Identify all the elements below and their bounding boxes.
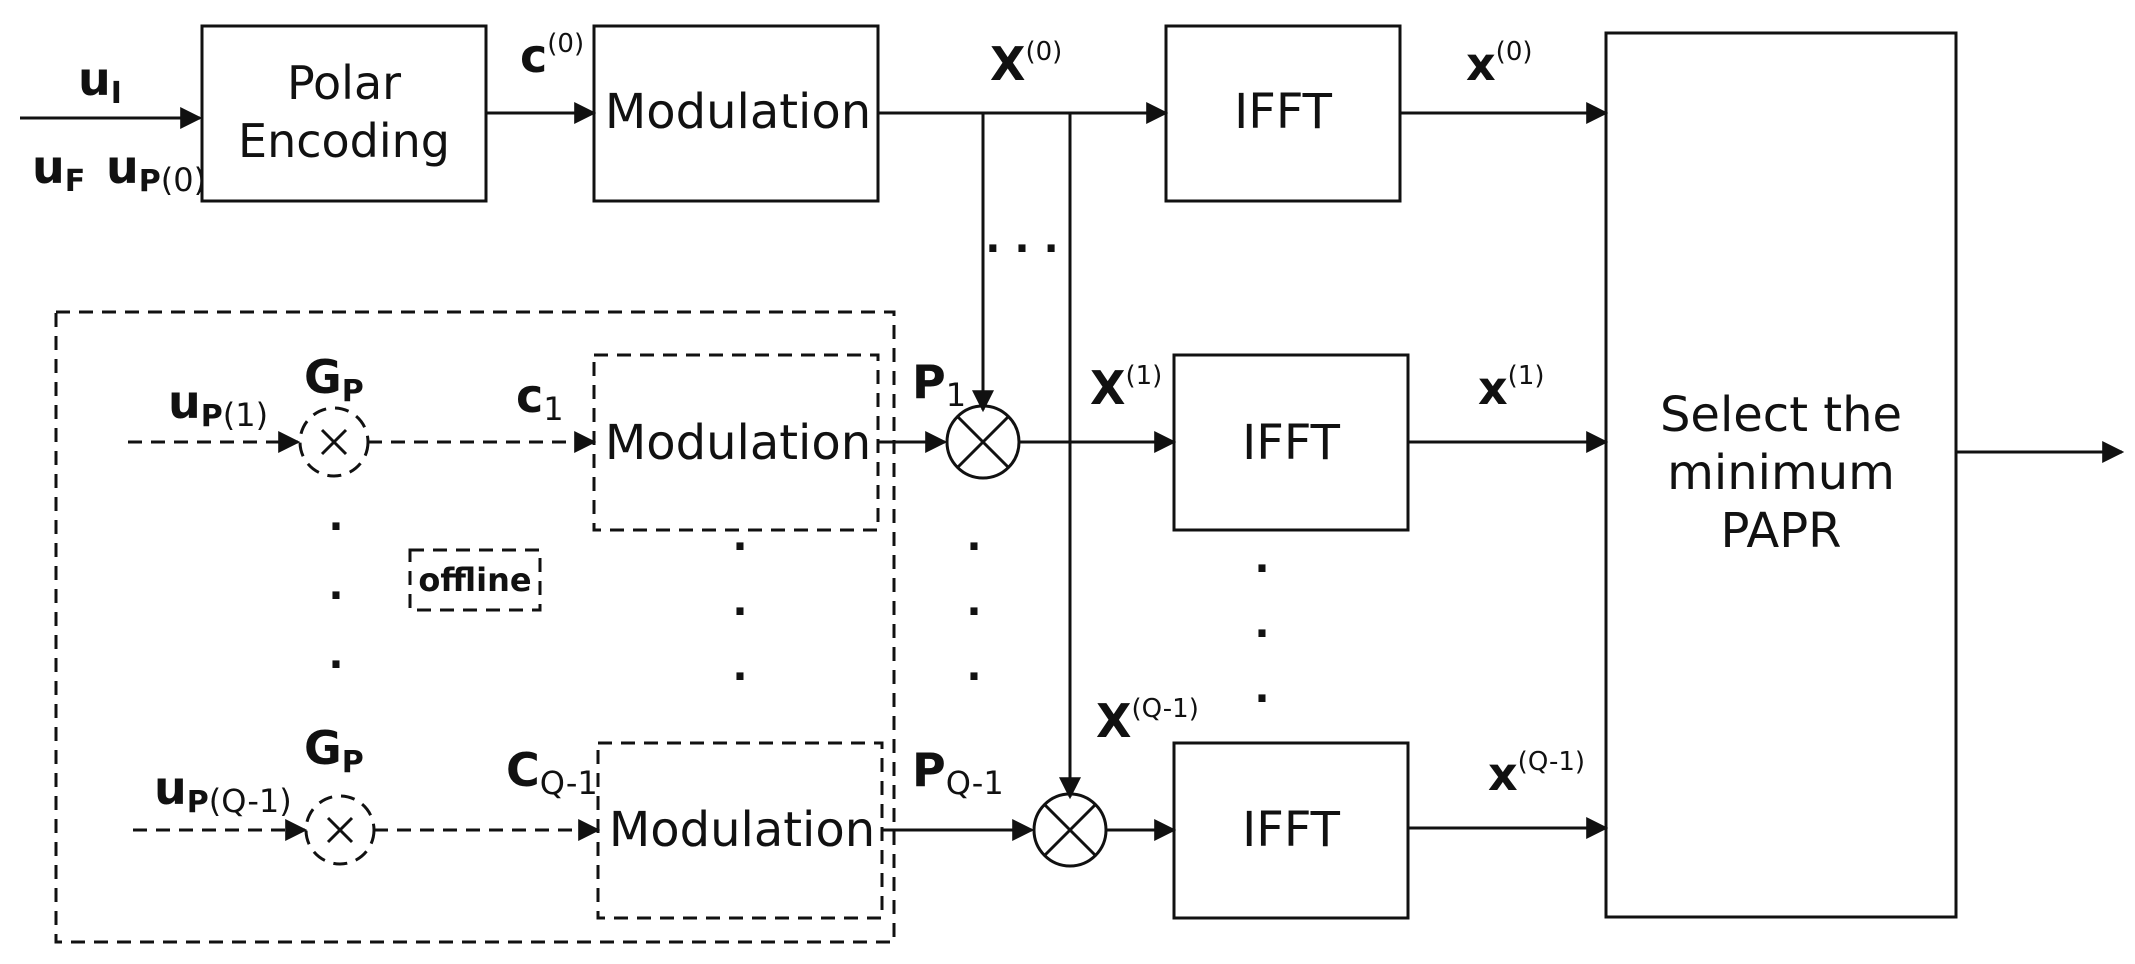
vdots-p-1: . bbox=[966, 514, 981, 560]
label-xq1: x(Q-1) bbox=[1488, 747, 1585, 801]
label-c1: c1 bbox=[516, 369, 564, 428]
vdots-p-3: . bbox=[966, 644, 981, 690]
modulation-label-1: Modulation bbox=[605, 415, 871, 471]
label-u-F: uF bbox=[32, 140, 85, 199]
vdots-ifft-2: . bbox=[1254, 601, 1269, 647]
label-Gp-1: GP bbox=[304, 350, 364, 409]
select-label-3: PAPR bbox=[1720, 503, 1841, 559]
polar-encoding-label-1: Polar bbox=[287, 56, 401, 110]
vdots-mod-1: . bbox=[732, 514, 747, 560]
offline-tag: offline bbox=[418, 561, 531, 599]
label-XQ1: X(Q-1) bbox=[1096, 694, 1199, 748]
label-c0: c(0) bbox=[520, 29, 584, 83]
select-min-papr-block bbox=[1604, 31, 1958, 919]
ifft-label-q1: IFFT bbox=[1242, 802, 1341, 858]
label-u-I: uI bbox=[78, 52, 122, 111]
vdots-p-2: . bbox=[966, 579, 981, 625]
modulation-label-top: Modulation bbox=[605, 84, 871, 140]
label-u-P0: uP(0) bbox=[106, 140, 206, 199]
vdots-ifft-3: . bbox=[1254, 666, 1269, 712]
offline-tag-box bbox=[408, 548, 542, 612]
modulation-label-q1: Modulation bbox=[609, 802, 875, 858]
ifft-label-top: IFFT bbox=[1234, 84, 1333, 140]
vdots-mod-2: . bbox=[732, 579, 747, 625]
offline-region bbox=[54, 310, 896, 944]
label-P1: P1 bbox=[912, 355, 966, 414]
select-label-2: minimum bbox=[1667, 445, 1895, 501]
label-u-PQ1: uP(Q-1) bbox=[154, 761, 292, 820]
ifft-block-q1 bbox=[1172, 741, 1410, 920]
vdots-ifft-1: . bbox=[1254, 536, 1269, 582]
label-x0: x(0) bbox=[1466, 37, 1533, 91]
pq1-multiplier bbox=[1032, 792, 1108, 868]
label-X1: X(1) bbox=[1090, 361, 1162, 415]
vdots-left-2: . bbox=[328, 563, 343, 609]
gp-multiplier-q1 bbox=[304, 794, 376, 866]
label-u-P1: uP(1) bbox=[168, 375, 268, 434]
p1-multiplier bbox=[945, 404, 1021, 480]
label-cq1: CQ-1 bbox=[506, 743, 598, 802]
label-PQ1: PQ-1 bbox=[912, 743, 1004, 802]
polar-encoding-label-2: Encoding bbox=[238, 114, 450, 168]
label-X0: X(0) bbox=[990, 37, 1062, 91]
gp-multiplier-1 bbox=[298, 406, 370, 478]
vdots-left-1: . bbox=[328, 494, 343, 540]
ifft-label-1: IFFT bbox=[1242, 415, 1341, 471]
label-x1: x(1) bbox=[1478, 361, 1545, 415]
select-label-1: Select the bbox=[1660, 387, 1902, 443]
branch-dots: . . . bbox=[985, 216, 1058, 262]
label-Gp-q1: GP bbox=[304, 721, 364, 780]
vdots-left-3: . bbox=[328, 632, 343, 678]
vdots-mod-3: . bbox=[732, 644, 747, 690]
